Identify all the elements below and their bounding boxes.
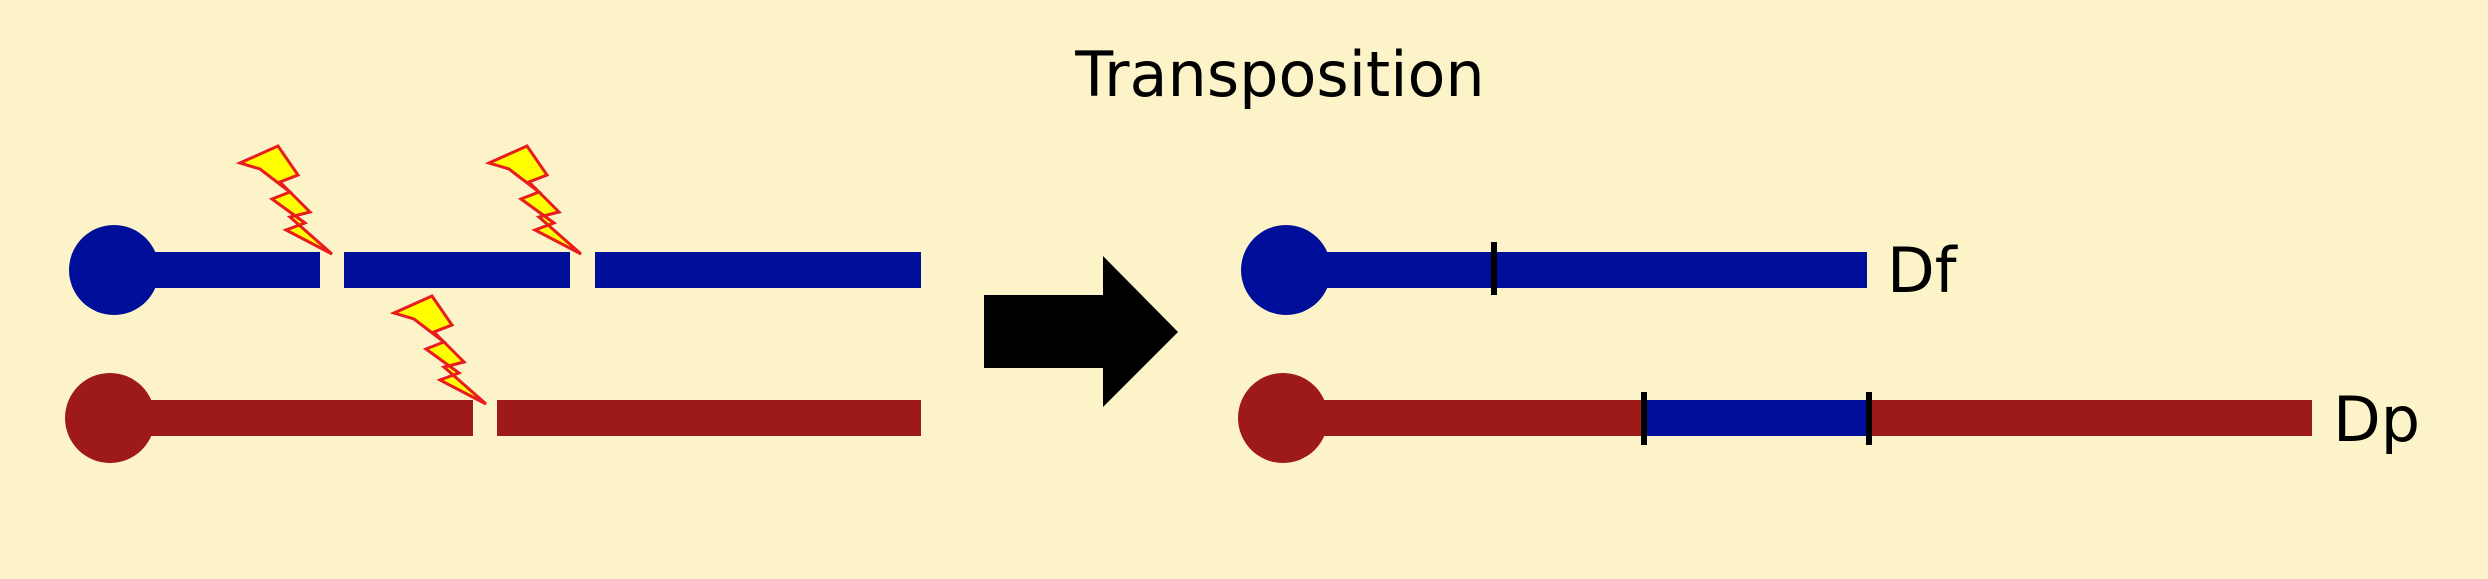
blue-segment-1 xyxy=(140,252,320,288)
red-centromere xyxy=(1238,373,1328,463)
blue-segment-3 xyxy=(595,252,921,288)
lightning-bolt-icon xyxy=(487,144,583,256)
blue-centromere xyxy=(1241,225,1331,315)
red-centromere xyxy=(65,373,155,463)
inserted-blue-segment xyxy=(1644,400,1870,436)
after-blue-chromosome xyxy=(1241,225,1867,315)
df-label: Df xyxy=(1887,234,1957,307)
lightning-bolt-icon xyxy=(238,144,334,256)
breakpoint-marker xyxy=(1866,392,1872,445)
arrow-right-icon xyxy=(984,256,1178,407)
red-segment-1 xyxy=(136,400,473,436)
blue-segment xyxy=(1312,252,1867,288)
red-segment-2 xyxy=(1870,400,2312,436)
before-red-chromosome xyxy=(65,373,921,463)
before-blue-chromosome xyxy=(69,225,921,315)
breakpoint-marker xyxy=(1491,242,1497,295)
after-red-chromosome xyxy=(1238,373,2312,463)
blue-segment-2 xyxy=(344,252,570,288)
red-segment-1 xyxy=(1309,400,1644,436)
diagram-title: Transposition xyxy=(1075,38,1485,111)
lightning-bolt-icon xyxy=(392,294,488,406)
blue-centromere xyxy=(69,225,159,315)
dp-label: Dp xyxy=(2333,383,2421,456)
red-segment-2 xyxy=(497,400,921,436)
breakpoint-marker xyxy=(1641,392,1647,445)
